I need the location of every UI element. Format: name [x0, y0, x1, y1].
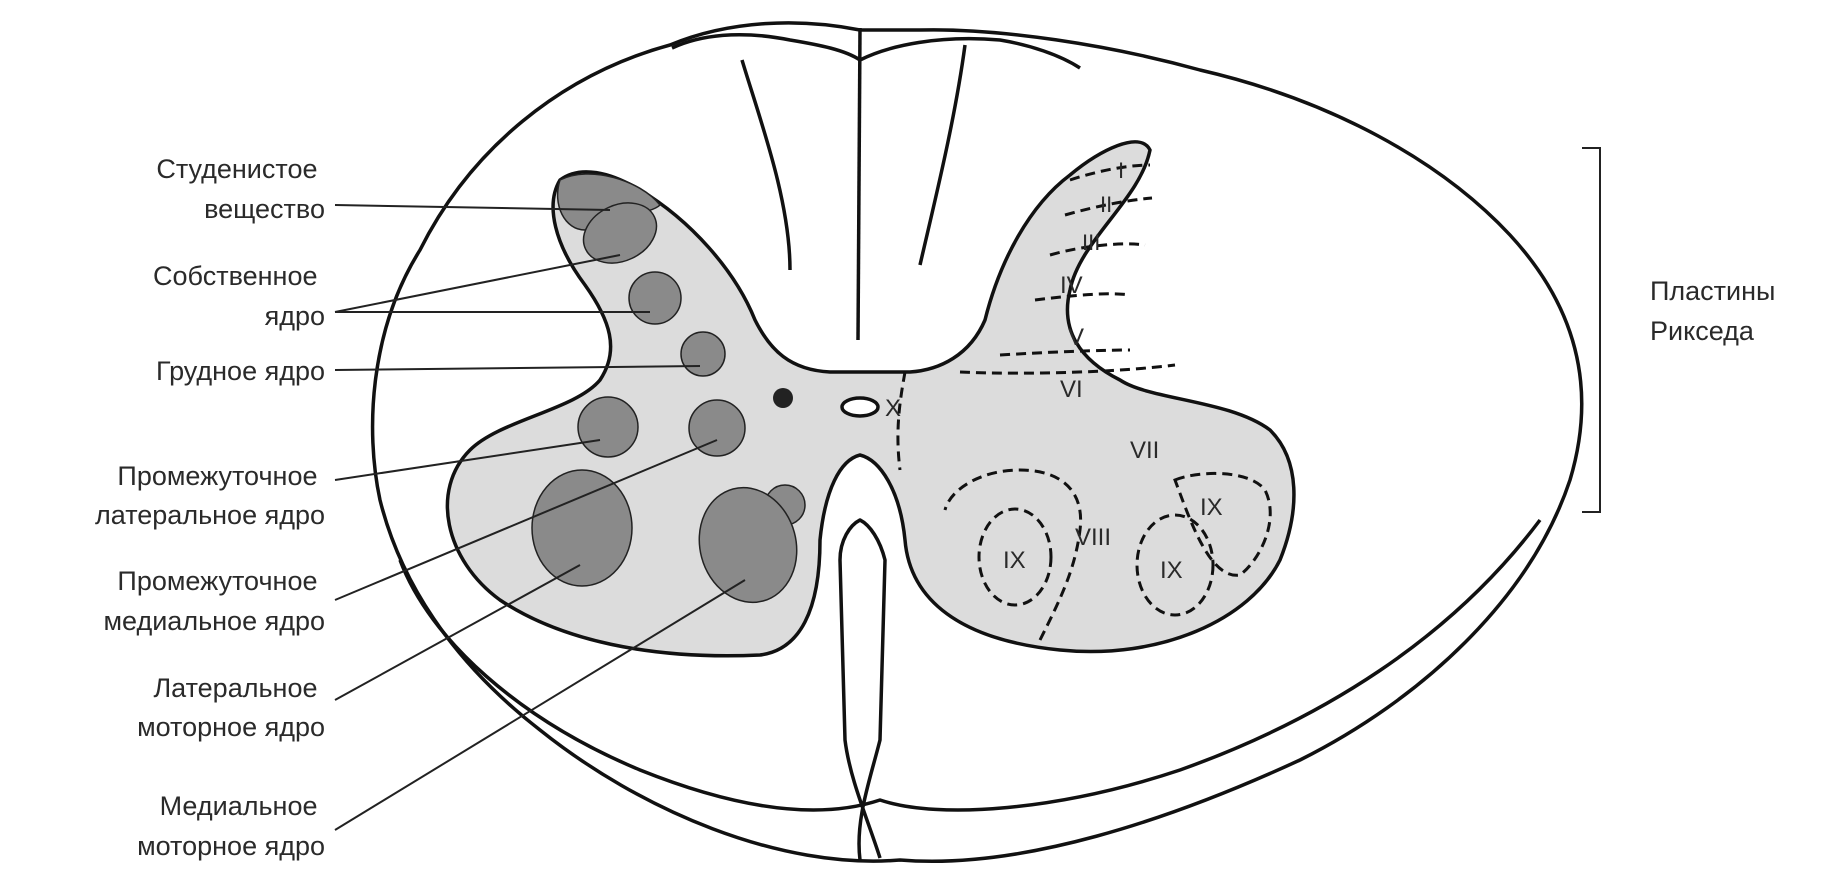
lamina-label-X: X: [885, 395, 901, 422]
lamina-label-IX-medial: IX: [1003, 547, 1026, 574]
lamina-label-V: V: [1068, 324, 1084, 351]
lamina-label-III: III: [1082, 230, 1100, 255]
nucleus-proprius-lower: [629, 272, 681, 324]
posterior-column-arc-left: [672, 35, 860, 60]
label-rexed-laminae: Пластины Рикседа: [1650, 276, 1783, 346]
posterior-column-arc-right: [860, 39, 1080, 68]
thoracic-nucleus: [681, 332, 725, 376]
lamina-label-VII: VII: [1130, 437, 1159, 464]
lamina-label-I: I: [1118, 158, 1124, 183]
rexed-laminae-bracket: [1582, 148, 1600, 512]
lamina-label-VIII: VIII: [1075, 524, 1111, 551]
label-nucleus-proprius: Собственное ядро: [153, 261, 325, 331]
label-substantia-gelatinosa: Студенистое вещество: [156, 154, 325, 224]
label-medial-motor: Медиальное моторное ядро: [137, 791, 325, 861]
central-canal: [842, 398, 878, 416]
posterior-sulcus-right: [920, 45, 965, 265]
posterior-sulcus-left: [742, 60, 790, 270]
lamina-label-IV: IV: [1060, 272, 1083, 299]
label-thoracic-nucleus: Грудное ядро: [156, 356, 325, 386]
intermediolateral-nucleus: [578, 397, 638, 457]
lamina-label-IX-lateral: IX: [1160, 557, 1183, 584]
lamina-label-VI: VI: [1060, 376, 1083, 403]
label-intermediolateral: Промежуточное латеральное ядро: [95, 461, 325, 530]
lamina-label-II: II: [1100, 192, 1112, 217]
label-intermediomedial: Промежуточное медиальное ядро: [103, 566, 325, 636]
leader-nucleus-proprius-1: [335, 255, 620, 312]
label-lateral-motor: Латеральное моторное ядро: [137, 673, 325, 742]
lamina-label-IX-far-lateral: IX: [1200, 494, 1223, 521]
small-nucleus-dot: [773, 388, 793, 408]
lateral-motor-nucleus: [532, 470, 632, 586]
dorsal-median-septum: [858, 28, 860, 340]
